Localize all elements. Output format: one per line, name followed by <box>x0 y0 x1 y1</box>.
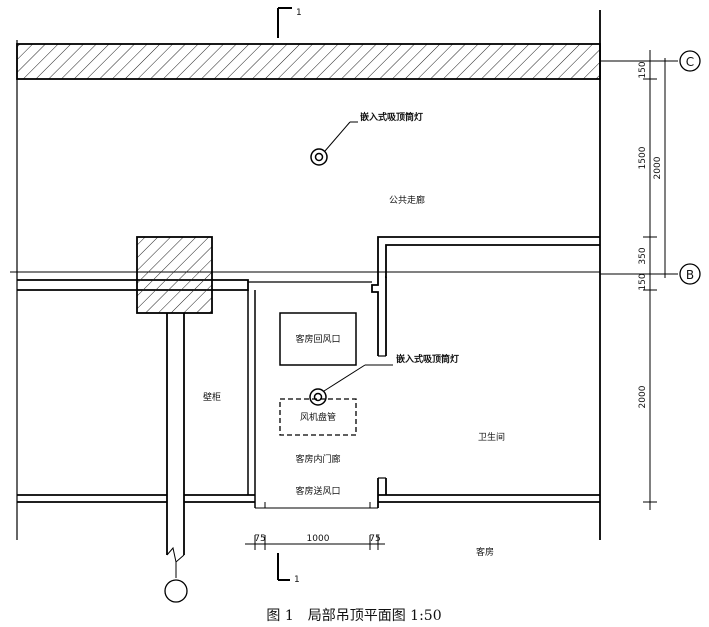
dimension-chain-bottom: 75 1000 75 <box>245 534 385 550</box>
label-supply-vent: 客房送风口 <box>295 485 340 497</box>
label-corridor: 公共走廊 <box>389 194 425 206</box>
section-mark-bottom: 1 <box>277 553 300 585</box>
label-lamp-top: 嵌入式吸顶筒灯 <box>360 111 423 123</box>
label-fan-coil: 风机盘管 <box>300 411 336 423</box>
dim-2000-total: 2000 <box>653 156 663 179</box>
dim-150-top: 150 <box>638 61 648 78</box>
label-bathroom: 卫生间 <box>478 431 505 443</box>
label-guest-room: 客房 <box>476 546 494 558</box>
closet-front <box>247 290 256 508</box>
closet-side-wall <box>166 313 185 578</box>
dim-350: 350 <box>638 247 648 264</box>
partition-wall-b <box>10 271 600 291</box>
label-return-vent: 客房回风口 <box>295 333 340 345</box>
dim-2000-lower: 2000 <box>638 385 648 408</box>
bottom-walls <box>17 494 600 503</box>
label-closet: 壁柜 <box>203 391 221 403</box>
section-mark-top: 1 <box>277 7 302 38</box>
axis-b-label: B <box>686 268 694 282</box>
section-number-bottom: 1 <box>294 575 300 585</box>
dim-150-mid: 150 <box>638 273 648 290</box>
dim-1500: 1500 <box>638 146 648 169</box>
dim-1000: 1000 <box>307 534 330 544</box>
dimension-chain-right: 150 1500 2000 350 150 2000 <box>638 50 670 510</box>
return-air-vent <box>279 312 357 366</box>
label-lamp-mid: 嵌入式吸顶筒灯 <box>396 353 459 365</box>
axis-bubble-bottom <box>164 579 188 603</box>
bathroom-walls <box>371 236 600 508</box>
figure-caption: 图 1 局部吊顶平面图 1:50 <box>266 608 441 624</box>
concrete-column <box>136 236 213 314</box>
label-entry-hall: 客房内门廊 <box>295 453 340 465</box>
section-number-top: 1 <box>296 8 302 18</box>
downlight-entry <box>309 364 393 406</box>
entry-door-frame <box>255 502 378 509</box>
dim-75-left: 75 <box>254 534 265 544</box>
axis-c-label: C <box>686 55 694 69</box>
downlight-corridor <box>310 121 358 166</box>
dim-75-right: 75 <box>369 534 380 544</box>
concrete-beam-top <box>16 43 601 80</box>
